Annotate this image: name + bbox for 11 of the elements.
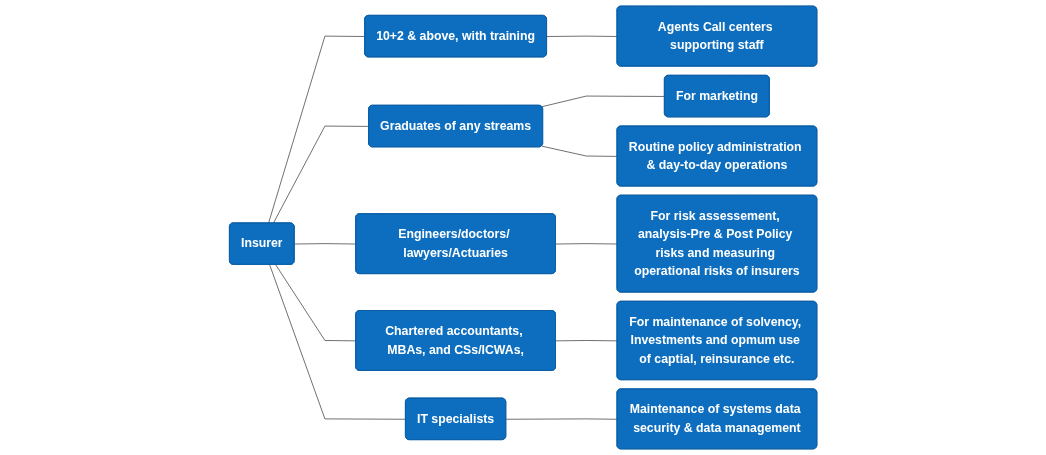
connector [272, 125, 370, 224]
connector [269, 264, 407, 420]
connector [268, 35, 366, 224]
connector [275, 264, 357, 342]
connector [555, 243, 618, 245]
connector [546, 35, 618, 37]
connector [541, 145, 618, 157]
connector [294, 243, 357, 245]
connector [541, 95, 665, 108]
connector [505, 418, 618, 420]
connector [555, 340, 618, 342]
